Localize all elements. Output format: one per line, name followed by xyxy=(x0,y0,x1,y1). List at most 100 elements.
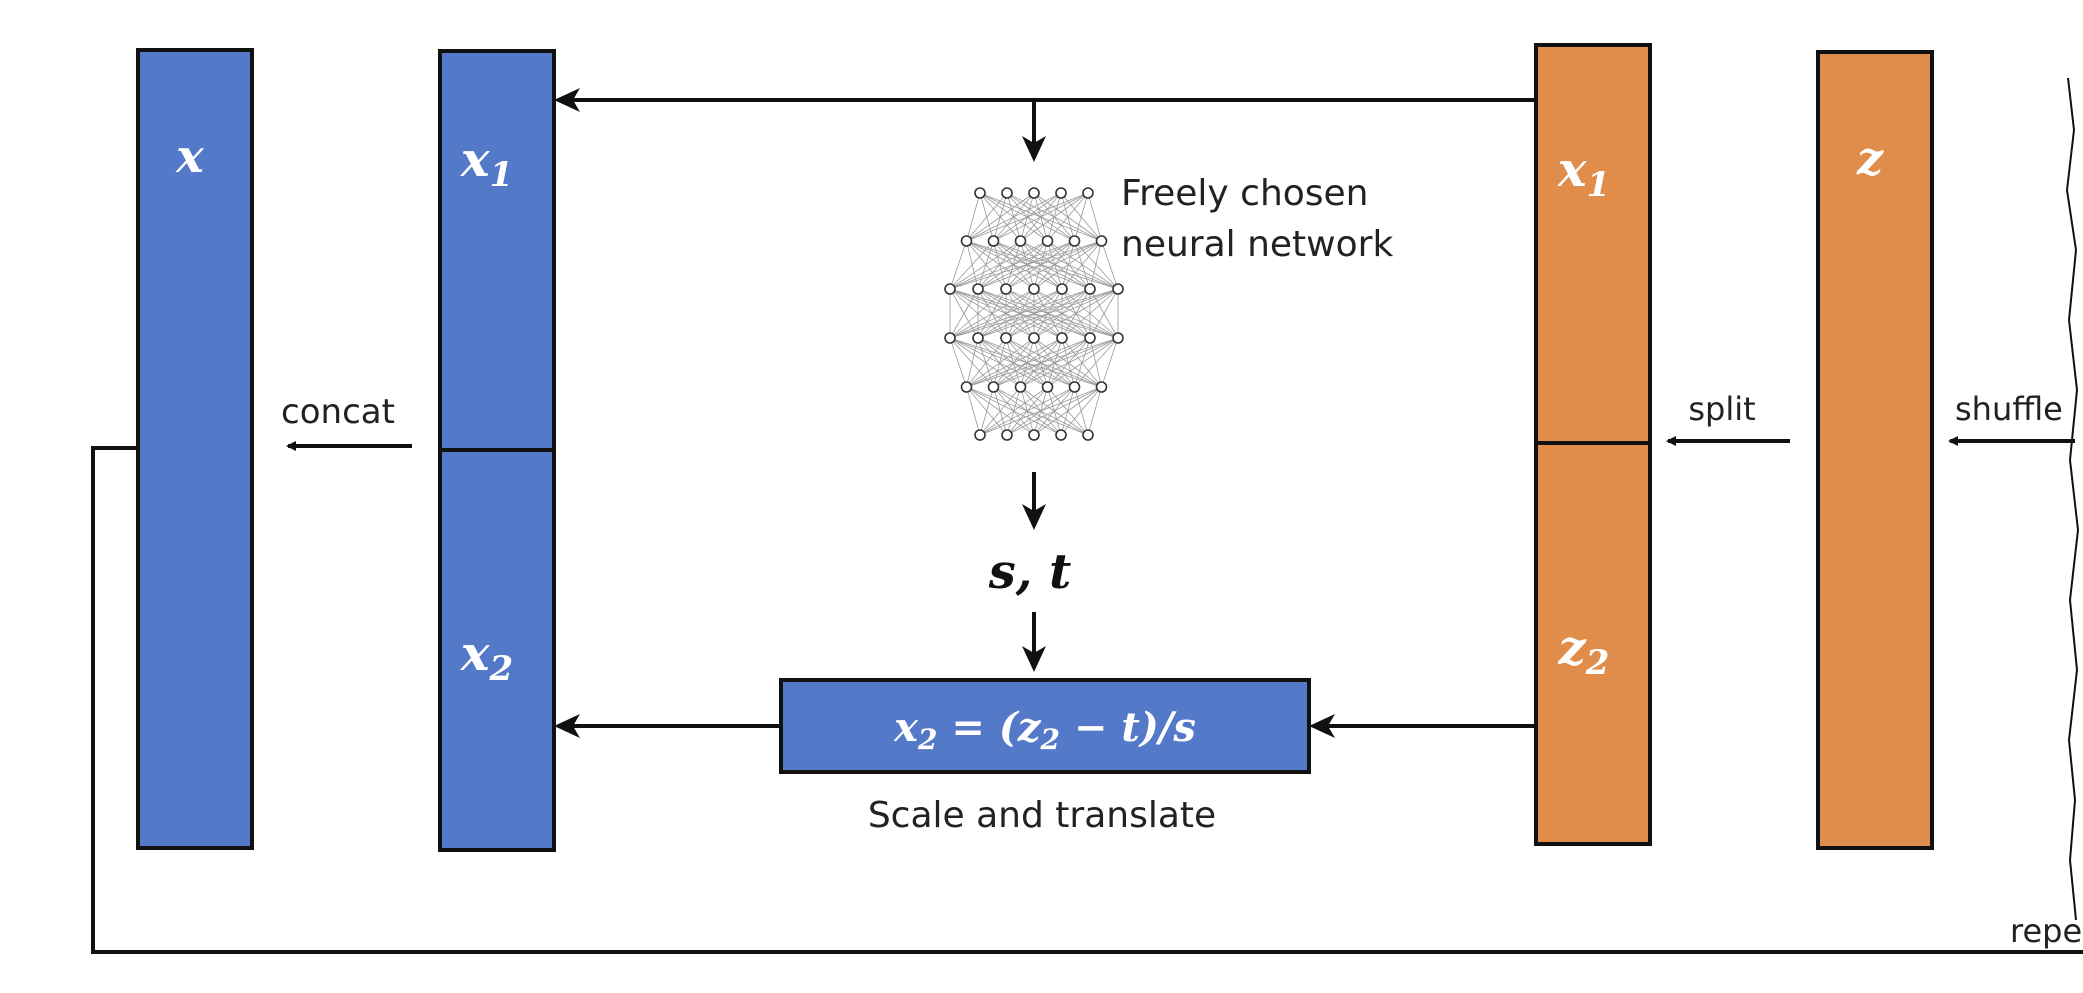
network-node xyxy=(972,332,984,344)
network-edge xyxy=(966,192,981,242)
network-edge xyxy=(949,240,994,290)
network-node xyxy=(1082,429,1094,441)
network-node xyxy=(1028,429,1040,441)
network-edge xyxy=(993,240,1035,290)
repeat-loop-line xyxy=(91,446,2083,954)
network-edge xyxy=(1033,386,1102,436)
network-edge xyxy=(977,288,1119,339)
network-edge xyxy=(949,288,1007,339)
network-node xyxy=(960,381,973,393)
network-edge xyxy=(1033,337,1075,388)
network-node xyxy=(1055,187,1067,199)
network-node xyxy=(1028,187,1040,199)
network-edge xyxy=(1047,337,1119,388)
network-edge xyxy=(949,240,1021,290)
network-edge xyxy=(993,337,1119,388)
x1-right-label: x1 xyxy=(1557,142,1610,205)
block-z-label: z xyxy=(1856,131,1884,185)
torn-page-edge xyxy=(2065,77,2080,921)
network-edge xyxy=(1061,240,1102,290)
network-node xyxy=(974,187,986,199)
network-edge xyxy=(1089,288,1119,339)
network-edge xyxy=(966,337,1063,388)
network-edge xyxy=(949,240,1075,290)
network-node xyxy=(944,332,956,344)
network-node xyxy=(1084,283,1096,295)
network-node xyxy=(987,381,1000,393)
network-edge xyxy=(1005,288,1119,339)
network-node xyxy=(1055,429,1067,441)
network-edge xyxy=(949,288,979,339)
network-edge xyxy=(977,240,1102,290)
network-node xyxy=(972,283,984,295)
network-edge xyxy=(966,192,1062,242)
network-node xyxy=(1095,235,1108,247)
network-edge xyxy=(949,288,1119,339)
network-edge xyxy=(1033,240,1102,290)
network-edge xyxy=(966,192,1089,242)
network-label-line1: Freely chosen xyxy=(1121,173,1369,214)
network-edge xyxy=(949,288,1063,339)
network-edge xyxy=(966,192,1035,242)
network-node xyxy=(1014,235,1027,247)
network-edge xyxy=(1089,240,1102,290)
network-edge xyxy=(966,337,1119,388)
block-x-label: x xyxy=(175,129,204,183)
transform-box: x2 = (z2 − t)/s xyxy=(779,678,1311,774)
network-edge xyxy=(949,240,1102,290)
network-edge xyxy=(979,386,1048,436)
network-node xyxy=(1000,283,1012,295)
network-edge xyxy=(1101,240,1119,290)
network-edge xyxy=(949,240,967,290)
network-edge xyxy=(1020,240,1063,290)
x2-left-label: x2 xyxy=(460,626,513,689)
network-edge xyxy=(949,337,967,388)
st-label: s, t xyxy=(988,544,1072,600)
block-x1-x2-left: x1 x2 xyxy=(438,49,556,852)
network-edge xyxy=(1074,337,1119,388)
network-node xyxy=(1082,187,1094,199)
network-edge xyxy=(1101,337,1119,388)
network-edge xyxy=(1061,288,1119,339)
network-node xyxy=(1095,381,1108,393)
network-node xyxy=(1068,381,1081,393)
network-node xyxy=(1068,235,1081,247)
network-node xyxy=(1056,283,1068,295)
network-edge xyxy=(966,337,1035,388)
network-edge xyxy=(979,386,994,436)
neural-network-icon xyxy=(944,187,1124,441)
network-edge xyxy=(1020,192,1089,242)
network-edge xyxy=(1087,386,1102,436)
block-x-output: x xyxy=(136,48,254,850)
network-node xyxy=(974,429,986,441)
network-edge xyxy=(1087,192,1102,242)
block-x1-z2-right: x1 z2 xyxy=(1534,43,1652,846)
network-node xyxy=(1056,332,1068,344)
z2-right-label: z2 xyxy=(1558,620,1610,683)
network-node xyxy=(1014,381,1027,393)
network-edge xyxy=(949,288,1035,339)
network-edge xyxy=(979,386,1021,436)
network-edge xyxy=(1020,337,1119,388)
network-node xyxy=(944,283,956,295)
transform-caption: Scale and translate xyxy=(868,795,1216,836)
x1-left-label: x1 xyxy=(460,132,513,195)
split-label: split xyxy=(1688,390,1755,428)
network-edge xyxy=(993,240,1063,290)
network-node xyxy=(1028,283,1040,295)
network-node xyxy=(960,235,973,247)
transform-formula: x2 = (z2 − t)/s xyxy=(893,704,1196,756)
network-edge xyxy=(966,192,1008,242)
repeat-label: repe xyxy=(2010,912,2082,950)
network-node xyxy=(1001,429,1013,441)
network-edge xyxy=(966,337,979,388)
network-edge xyxy=(1047,192,1089,242)
network-edge xyxy=(949,288,1091,339)
network-node xyxy=(1041,381,1054,393)
network-node xyxy=(1041,235,1054,247)
network-node xyxy=(1028,332,1040,344)
network-edge xyxy=(949,240,1048,290)
network-edge xyxy=(966,337,1091,388)
network-edge xyxy=(1060,386,1102,436)
